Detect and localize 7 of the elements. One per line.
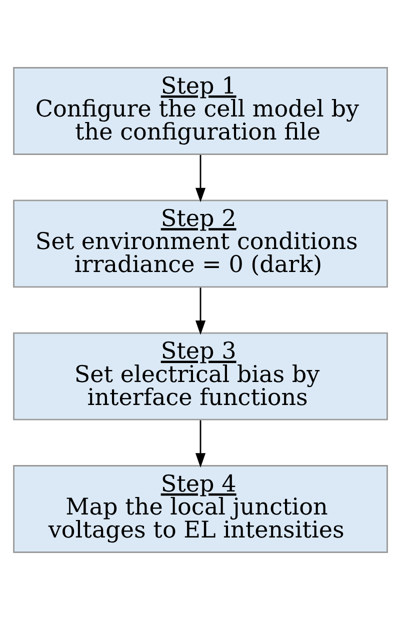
node-box: Step 4 Map the local junction voltages to EL intensities (13, 464, 388, 552)
node-box: Step 3 Set electrical bias by interface functions (13, 332, 388, 420)
arrow (195, 420, 206, 468)
arrow (195, 154, 206, 202)
node-box: Step 1 Configure the cell model by the configuration file (13, 66, 388, 154)
arrow (195, 287, 206, 334)
node-box: Step 2 Set environment conditions irradiance = 0 (dark) (13, 199, 388, 288)
